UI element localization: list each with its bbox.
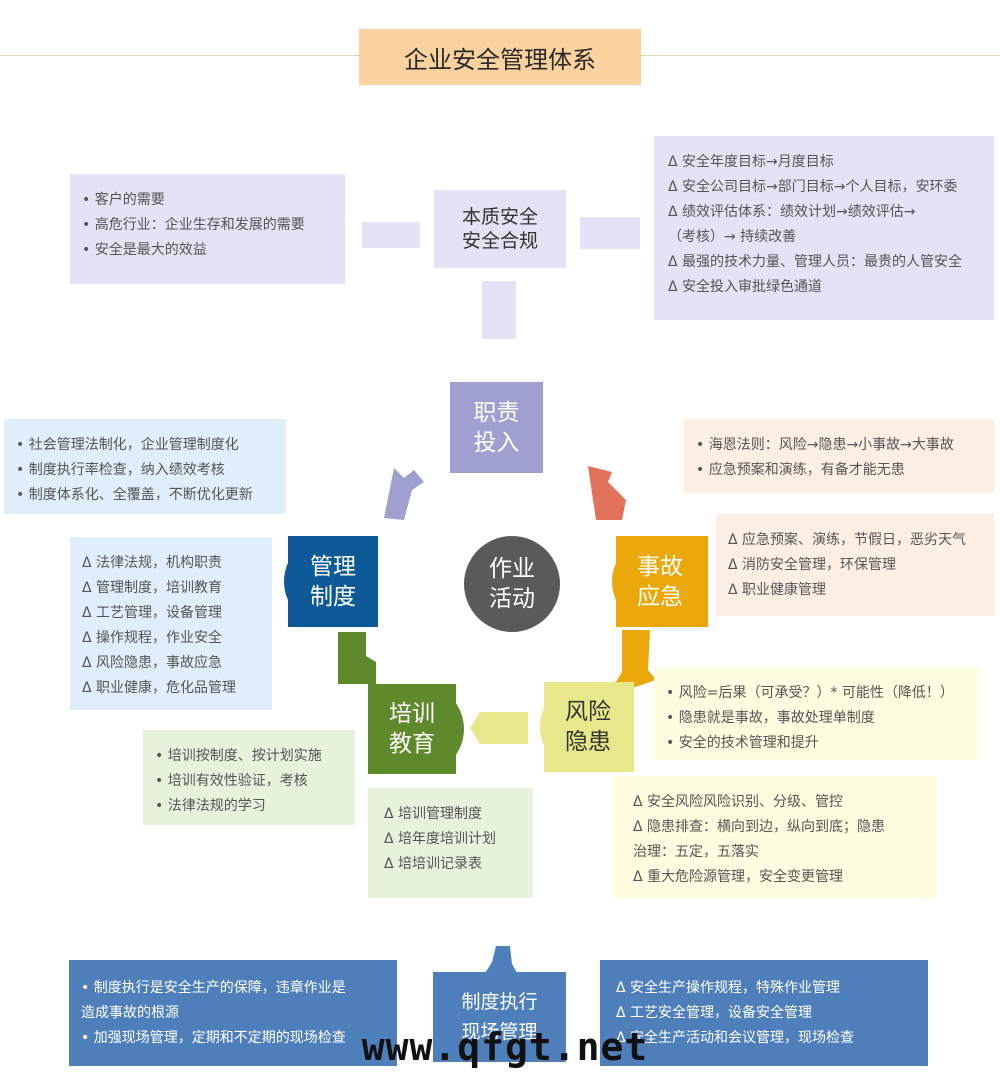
text-line: Δ 安全公司目标→部门目标→个人目标，安环委	[668, 179, 958, 195]
text-line: • 法律法规的学习	[155, 798, 266, 814]
node-essential-safety: 本质安全 安全合规	[434, 190, 566, 268]
box-training-list: Δ 培训管理制度 Δ 培年度培训计划 Δ 培培训记录表	[368, 788, 533, 898]
node-responsibility-line2: 投入	[473, 429, 520, 456]
box-risk-formula: • 风险=后果（可承受？）* 可能性（降低！） • 隐患就是事故，事故处理单制度…	[654, 667, 979, 760]
text-line: Δ 培培训记录表	[384, 856, 483, 872]
bottom-node-pointer	[482, 946, 520, 978]
box-emergency-list: Δ 应急预案、演练，节假日，恶劣天气 Δ 消防安全管理，环保管理 Δ 职业健康管…	[716, 514, 994, 616]
node-accident-emergency: 事故 应急	[616, 536, 704, 627]
text-line: • 安全的技术管理和提升	[666, 735, 819, 751]
text-line: Δ 安全生产活动和会议管理，现场检查	[616, 1030, 855, 1046]
node-accident-line1: 事故	[637, 553, 683, 580]
arrow-zhize-to-shigu	[588, 466, 626, 520]
node-training-line2: 教育	[389, 731, 435, 757]
box-training-principles: • 培训按制度、按计划实施 • 培训有效性验证，考核 • 法律法规的学习	[143, 730, 355, 825]
text-line: （考核）→ 持续改善	[668, 229, 797, 245]
node-management-line1: 管理	[310, 553, 356, 580]
text-line: • 社会管理法制化，企业管理制度化	[16, 437, 239, 453]
text-line: Δ 培训管理制度	[384, 806, 483, 822]
text-line: Δ 消防安全管理，环保管理	[728, 557, 897, 573]
node-risk-hazard: 风险 隐患	[544, 682, 632, 772]
box-management-principles: • 社会管理法制化，企业管理制度化 • 制度执行率检查，纳入绩效考核 • 制度体…	[4, 419, 286, 514]
text-line: • 制度执行率检查，纳入绩效考核	[16, 462, 225, 478]
node-responsibility-line1: 职责	[473, 399, 520, 426]
node-essential-safety-line2: 安全合规	[461, 230, 538, 252]
node-operation-activity: 作业 活动	[464, 536, 560, 632]
box-customer-needs: • 客户的需要 • 高危行业：企业生存和发展的需要 • 安全是最大的效益	[70, 174, 345, 284]
text-line: • 培训按制度、按计划实施	[155, 748, 322, 764]
text-line: Δ 工艺安全管理，设备安全管理	[616, 1005, 813, 1021]
text-line: • 客户的需要	[82, 192, 165, 208]
node-risk-line2: 隐患	[565, 729, 611, 755]
arrow-peixun-to-guanli	[338, 632, 376, 684]
text-line: Δ 应急预案、演练，节假日，恶劣天气	[728, 532, 967, 548]
text-line: Δ 安全生产操作规程，特殊作业管理	[616, 980, 841, 996]
text-line: Δ 绩效评估体系：绩效计划→绩效评估→	[668, 204, 916, 220]
box-safety-goals: Δ 安全年度目标→月度目标 Δ 安全公司目标→部门目标→个人目标，安环委 Δ 绩…	[654, 136, 994, 320]
arrow-shigu-to-fengxian	[612, 630, 656, 690]
node-training-education: 培训 教育	[368, 684, 456, 774]
text-line: Δ 操作规程，作业安全	[82, 630, 223, 646]
text-line: • 培训有效性验证，考核	[155, 773, 308, 789]
text-line: Δ 安全风险风险识别、分级、管控	[633, 794, 844, 810]
text-line: 治理：五定，五落实	[633, 844, 759, 860]
text-line: • 制度体系化、全覆盖，不断优化更新	[16, 487, 253, 503]
box-execution-principles: • 制度执行是安全生产的保障，违章作业是 造成事故的根源 • 加强现场管理，定期…	[69, 960, 397, 1066]
node-execution-line1: 制度执行	[461, 991, 538, 1013]
node-execution-line2: 现场管理	[461, 1021, 538, 1043]
connector-down-bar	[482, 281, 516, 339]
connector-left-bar	[362, 222, 420, 248]
text-line: • 制度执行是安全生产的保障，违章作业是	[81, 980, 346, 996]
node-system-execution: 制度执行 现场管理	[433, 972, 566, 1062]
page-title: 企业安全管理体系	[359, 29, 641, 85]
node-accident-line2: 应急	[637, 583, 683, 610]
text-line: • 风险=后果（可承受？）* 可能性（降低！）	[666, 685, 954, 701]
text-line: Δ 风险隐患，事故应急	[82, 655, 223, 671]
node-management-system: 管理 制度	[288, 536, 378, 627]
node-risk-line1: 风险	[565, 699, 611, 725]
text-line: Δ 安全投入审批绿色通道	[668, 279, 823, 295]
box-management-list: Δ 法律法规，机构职责 Δ 管理制度，培训教育 Δ 工艺管理，设备管理 Δ 操作…	[70, 537, 272, 710]
node-essential-safety-line1: 本质安全	[461, 206, 538, 228]
text-line: Δ 法律法规，机构职责	[82, 555, 223, 571]
text-line: • 隐患就是事故，事故处理单制度	[666, 710, 875, 726]
box-site-management-list: Δ 安全生产操作规程，特殊作业管理 Δ 工艺安全管理，设备安全管理 Δ 安全生产…	[600, 960, 928, 1066]
text-line: Δ 培年度培训计划	[384, 831, 497, 847]
node-operation-line2: 活动	[489, 586, 535, 612]
text-line: Δ 重大危险源管理，安全变更管理	[633, 869, 844, 885]
box-risk-list: Δ 安全风险风险识别、分级、管控 Δ 隐患排查：横向到边，纵向到底；隐患 治理：…	[613, 776, 936, 898]
node-operation-line1: 作业	[489, 556, 535, 582]
text-line: • 海恩法则：风险→隐患→小事故→大事故	[696, 437, 954, 453]
node-responsibility-investment: 职责 投入	[450, 382, 543, 473]
text-line: Δ 职业健康管理	[728, 582, 827, 598]
text-line: • 加强现场管理，定期和不定期的现场检查	[81, 1030, 346, 1046]
text-line: Δ 隐患排查：横向到边，纵向到底；隐患	[633, 819, 886, 835]
text-line: Δ 职业健康，危化品管理	[82, 680, 237, 696]
text-line: Δ 管理制度，培训教育	[82, 580, 223, 596]
text-line: • 应急预案和演练，有备才能无患	[696, 462, 905, 478]
arrow-guanli-to-zhize	[384, 468, 424, 520]
box-heinrich-law: • 海恩法则：风险→隐患→小事故→大事故 • 应急预案和演练，有备才能无患	[684, 419, 994, 493]
node-training-line1: 培训	[389, 701, 435, 727]
text-line: • 高危行业：企业生存和发展的需要	[82, 217, 305, 233]
connector-right-bar	[580, 217, 640, 249]
node-management-line2: 制度	[310, 583, 356, 610]
text-line: Δ 工艺管理，设备管理	[82, 605, 223, 621]
arrow-fengxian-to-peixun	[470, 712, 528, 744]
text-line: Δ 最强的技术力量、管理人员：最贵的人管安全	[668, 254, 963, 270]
text-line: 造成事故的根源	[81, 1005, 179, 1021]
text-line: • 安全是最大的效益	[82, 242, 207, 258]
text-line: Δ 安全年度目标→月度目标	[668, 154, 834, 170]
watermark-text: www.qfgt.net	[361, 1025, 649, 1069]
